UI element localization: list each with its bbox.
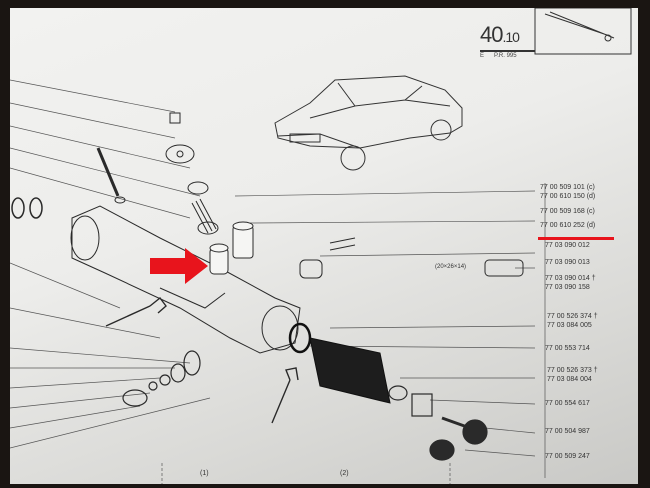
column-label: (2) (340, 470, 349, 477)
part-number: 77 03 090 014 † (545, 275, 596, 282)
highlighted-bush (209, 243, 229, 275)
part-number: 77 00 504 987 (545, 428, 590, 435)
thumbnail-box (534, 8, 632, 55)
part-number: 77 03 090 012 (545, 242, 590, 249)
part-number: 77 03 090 013 (545, 259, 590, 266)
part-number: 77 03 084 005 (547, 322, 592, 329)
part-number: 77 00 610 150 (d) (540, 193, 596, 200)
part-number: 77 00 509 247 (545, 453, 590, 460)
column-label: (1) (200, 470, 209, 477)
part-number: 77 03 084 004 (547, 376, 592, 383)
part-number: 77 03 090 158 (545, 284, 590, 291)
left-washers (11, 197, 43, 219)
bush-sleeve (232, 221, 254, 259)
exploded-steering-diagram (10, 8, 632, 484)
part-number: 77 00 526 373 † (547, 367, 598, 374)
part-number: 77 00 509 101 (c) (540, 184, 595, 191)
parts-catalog-page: 40.10 E P.R. 995 77 00 509 101 (c) 77 00… (10, 8, 638, 484)
section-number: 40.10 (480, 22, 520, 47)
thumbnail-rack-sketch (544, 11, 615, 39)
part-number: 77 00 526 374 † (547, 313, 598, 320)
lower-right-parts (388, 385, 488, 461)
bellows-boot (288, 322, 391, 404)
part-number: 77 00 509 168 (c) (540, 208, 595, 215)
label-e: E (480, 53, 485, 59)
leader-lines-left (10, 79, 211, 449)
part-number-highlighted: 77 00 610 252 (d) (540, 222, 596, 229)
bottom-guides (161, 463, 451, 484)
section-underline (480, 50, 535, 52)
highlight-arrow (150, 248, 208, 284)
part-number: 77 00 553 714 (545, 345, 590, 352)
bush-dimension-label: (20×26×14) (435, 264, 467, 270)
thumbnail-joint (604, 34, 612, 42)
rack-bushes (299, 237, 524, 279)
upper-hardware (96, 112, 219, 235)
label-pr: P.R. 995 (494, 53, 517, 59)
car-illustration (274, 75, 463, 171)
lower-left-parts (122, 350, 201, 407)
leader-lines-right (234, 183, 546, 478)
steering-housing (70, 205, 301, 354)
spanner-tools (105, 297, 299, 424)
highlight-underline (538, 237, 614, 240)
part-number: 77 00 554 617 (545, 400, 590, 407)
